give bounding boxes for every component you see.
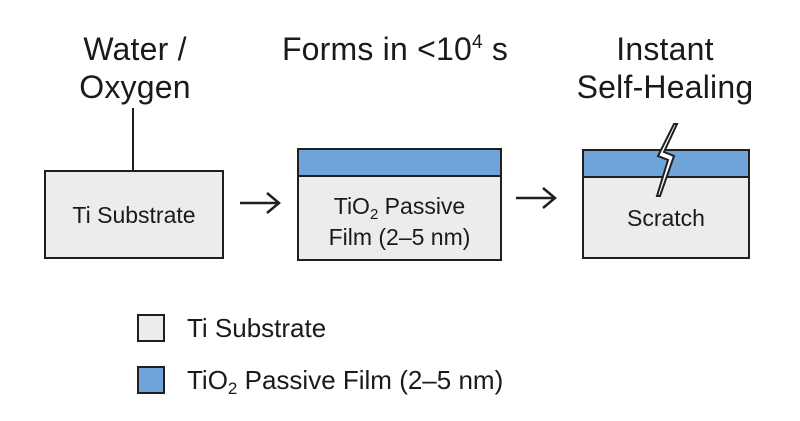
passive-film-layer: [299, 150, 500, 177]
arrow-right-icon-2: [516, 187, 557, 209]
crack-icon: [655, 123, 679, 197]
box-film-label-line2: Film (2–5 nm): [328, 224, 471, 250]
heading-healing-line2: Self-Healing: [576, 69, 754, 105]
film-label-tio: TiO: [333, 193, 370, 219]
legend-film-sub: 2: [227, 379, 238, 398]
heading-water-oxygen: Water / Oxygen: [60, 30, 210, 106]
connector-line: [132, 108, 134, 171]
box-scratch-label: Scratch: [627, 205, 705, 231]
heading-forms-exponent: 4: [471, 32, 483, 53]
heading-water-line2: Oxygen: [79, 69, 191, 105]
legend-film-rest: Passive Film (2–5 nm): [237, 365, 504, 395]
film-label-passive: Passive: [378, 193, 466, 219]
box-ti-substrate: Ti Substrate: [44, 170, 224, 259]
box-substrate-label: Ti Substrate: [72, 202, 196, 228]
heading-healing-line1: Instant: [616, 31, 714, 67]
legend-swatch-film: [137, 366, 165, 394]
legend-swatch-substrate: [137, 314, 165, 342]
arrow-right-icon-1: [240, 192, 281, 214]
heading-forms-time: Forms in <104 s: [275, 30, 515, 74]
heading-forms-suffix: s: [482, 31, 509, 67]
heading-forms-prefix: Forms in <10: [281, 31, 472, 67]
heading-water-line1: Water /: [83, 31, 187, 67]
box-film-label-line1: TiO2 Passive: [299, 191, 500, 225]
film-label-sub: 2: [369, 206, 379, 223]
legend-label-film: TiO2 Passive Film (2–5 nm): [187, 365, 503, 399]
legend-label-substrate: Ti Substrate: [187, 313, 327, 343]
legend-film-tio: TiO: [187, 365, 228, 395]
heading-self-healing: Instant Self-Healing: [560, 30, 770, 106]
box-tio2-film: TiO2 Passive Film (2–5 nm): [297, 148, 502, 261]
